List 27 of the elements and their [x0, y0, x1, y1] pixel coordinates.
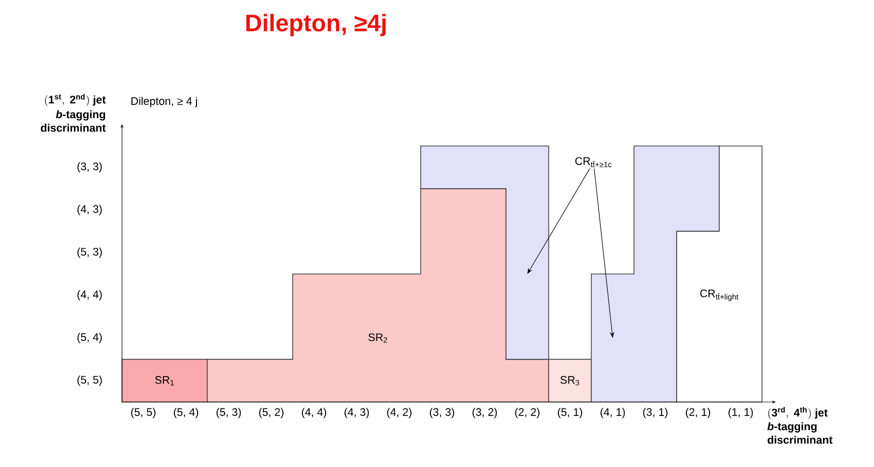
tick-label: (3, 3) [77, 162, 102, 172]
axis-title: $\mathbf{(1^{st},\ 2^{nd})\ jet}$ [45, 94, 106, 106]
tick-label: (5, 4) [77, 332, 102, 344]
tick-label: (5, 3) [77, 248, 102, 258]
tick-label: (1, 1) [728, 408, 753, 418]
axis-title: b-tagging discriminant [767, 422, 832, 444]
tick-label: (5, 3) [216, 408, 241, 418]
signal-region: SR$_{1}$ [122, 358, 208, 402]
arrow [527, 168, 590, 274]
tick-label: (5, 1) [558, 408, 582, 418]
tick-label: (5, 4) [174, 408, 198, 418]
tick-label: (2, 2) [515, 408, 540, 418]
region-label: CR$_{tt̄+≥1c}$ [575, 157, 612, 168]
signal-region: SR$_{3}$ [548, 358, 592, 402]
tick-label: (5, 5) [77, 376, 102, 386]
axis-title: $\mathbf{(3^{rd},\ 4^{th})\ jet}$ [768, 406, 828, 420]
tick-label: (2, 1) [686, 408, 710, 418]
signal-region: SR$_{2}$ [206, 188, 550, 402]
chart-heading: Dilepton, ≥ 4 j [131, 96, 197, 108]
control-region: CR$_{tt̄+light}$ [676, 146, 762, 402]
tick-label: (4, 1) [600, 408, 625, 418]
tick-label: (3, 1) [643, 408, 668, 418]
tick-label: (4, 3) [77, 204, 102, 216]
tick-label: (4, 4) [77, 290, 102, 300]
control-region [420, 146, 550, 360]
axis-title: b-tagging discriminant [40, 110, 106, 132]
title: Dilepton, ≥4j [246, 14, 386, 36]
